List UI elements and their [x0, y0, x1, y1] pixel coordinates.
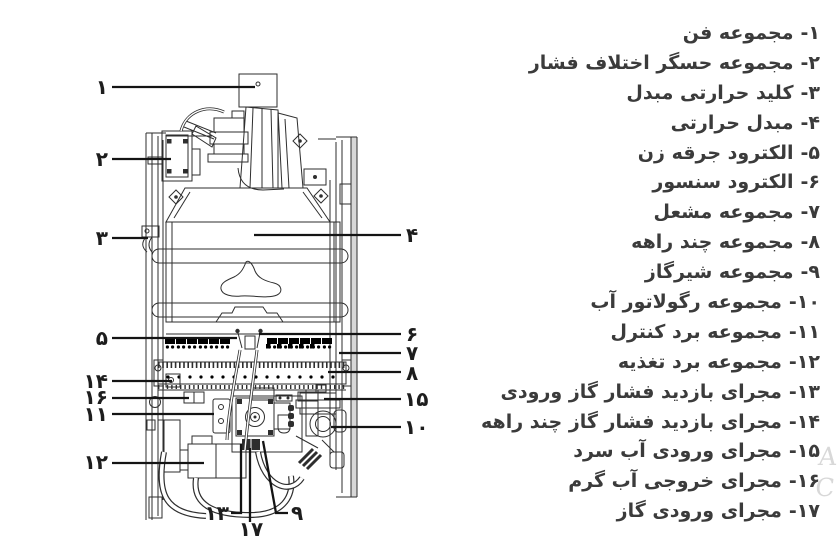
- callout-15: ۱۵: [404, 387, 428, 411]
- parts-list-item-10: ۱۰- مجموعه رگولاتور آب: [520, 287, 820, 317]
- callout-3: ۳: [96, 226, 108, 250]
- parts-list-item-5: ۵- الکترود جرقه زن: [520, 138, 820, 168]
- frame-left: [146, 133, 166, 520]
- parts-list-item-16: ۱۶- مجرای خروجی آب گرم: [520, 466, 820, 496]
- parts-list-item-17: ۱۷- مجرای ورودی گاز: [520, 496, 820, 526]
- callout-6: ۶: [406, 322, 418, 346]
- parts-list-item-14: ۱۴- مجرای بازدید فشار گاز چند راهه: [481, 407, 820, 437]
- callout-9: ۹: [291, 501, 303, 525]
- part-number: ۱۴-: [788, 410, 820, 433]
- pressure-sensor-assembly: [148, 109, 224, 181]
- parts-list-item-15: ۱۵- مجرای ورودی آب سرد: [520, 436, 820, 466]
- part-number: ۱۵-: [788, 440, 820, 463]
- part-number: ۱۷-: [788, 500, 820, 523]
- part-label: مجموعه رگولاتور آب: [590, 290, 782, 313]
- flue-hood: [166, 188, 330, 222]
- watermark-letter-bottom: C: [813, 473, 837, 502]
- parts-list-item-8: ۸- مجموعه چند راهه: [520, 227, 820, 257]
- ignition-cables: [227, 350, 257, 450]
- machine-drawing: [142, 74, 357, 520]
- part-number: ۵-: [800, 141, 820, 164]
- part-number: ۳-: [800, 81, 820, 104]
- part-label: مجرای ورودی گاز: [616, 500, 782, 523]
- water-heater-diagram: ۱ ۲ ۳ ۴ ۵ ۶ ۷ ۸ ۹ ۱۰ ۱۱ ۱۲ ۱۳ ۱۴ ۱۵ ۱۶ ۱…: [84, 0, 428, 541]
- part-label: مجرای ورودی آب سرد: [573, 440, 782, 463]
- part-number: ۷-: [800, 201, 820, 224]
- part-label: مجرای بازدید فشار گاز چند راهه: [481, 410, 782, 433]
- watermark-letter-top: A: [817, 442, 839, 471]
- part-number: ۹-: [800, 261, 820, 284]
- parts-list: ۱- مجموعه فن ۲- مجموعه حسگر اختلاف فشار ۳-…: [481, 18, 820, 526]
- parts-list-item-2: ۲- مجموعه حسگر اختلاف فشار: [520, 48, 820, 78]
- parts-list-item-4: ۴- مبدل حرارتی: [520, 108, 820, 138]
- callout-5: ۵: [96, 326, 108, 350]
- part-number: ۱۳-: [788, 380, 820, 403]
- callout-10: ۱۰: [404, 415, 428, 439]
- parts-list-item-1: ۱- مجموعه فن: [520, 18, 820, 48]
- part-number: ۱۲-: [788, 350, 820, 373]
- callout-numbers: ۱ ۲ ۳ ۴ ۵ ۶ ۷ ۸ ۹ ۱۰ ۱۱ ۱۲ ۱۳ ۱۴ ۱۵ ۱۶ ۱…: [84, 75, 428, 541]
- part-label: مجموعه مشعل: [653, 201, 794, 224]
- part-number: ۱-: [800, 21, 820, 44]
- part-number: ۱۱-: [788, 320, 820, 343]
- burner-collar: [166, 307, 340, 334]
- parts-list-item-9: ۹- مجموعه شیرگاز: [520, 257, 820, 287]
- callout-2: ۲: [96, 147, 108, 171]
- leader-lines: [112, 87, 401, 522]
- callout-13: ۱۳: [205, 501, 229, 525]
- part-label: مجموعه چند راهه: [631, 231, 794, 254]
- part-number: ۲-: [800, 51, 820, 74]
- callout-16: ۱۶: [84, 385, 108, 409]
- water-regulator: [296, 385, 346, 469]
- part-label: الکترود سنسور: [652, 171, 794, 194]
- part-number: ۱۰-: [788, 290, 820, 313]
- electrodes: [235, 328, 263, 349]
- part-label: مجرای بازدید فشار گاز ورودی: [500, 380, 782, 403]
- callout-7: ۷: [406, 341, 418, 365]
- parts-list-item-12: ۱۲- مجموعه برد تغذیه: [520, 347, 820, 377]
- part-label: مبدل حرارتی: [670, 111, 794, 134]
- parts-list-item-3: ۳- کلید حرارتی مبدل: [520, 78, 820, 108]
- part-label: مجموعه حسگر اختلاف فشار: [528, 51, 794, 74]
- parts-list-item-13: ۱۳- مجرای بازدید فشار گاز ورودی: [500, 377, 820, 407]
- callout-17: ۱۷: [239, 517, 263, 541]
- parts-list-item-7: ۷- مجموعه مشعل: [520, 197, 820, 227]
- part-label: الکترود جرقه زن: [637, 141, 794, 164]
- callout-8: ۸: [406, 361, 418, 385]
- callout-4: ۴: [406, 223, 418, 247]
- part-label: مجرای خروجی آب گرم: [568, 470, 782, 493]
- part-label: کلید حرارتی مبدل: [626, 81, 794, 104]
- mounting-brackets: [169, 134, 328, 204]
- part-label: مجموعه برد تغذیه: [617, 350, 782, 373]
- callout-14: ۱۴: [84, 369, 108, 393]
- part-number: ۱۶-: [788, 470, 820, 493]
- parts-list-item-6: ۶- الکترود سنسور: [520, 167, 820, 197]
- part-number: ۶-: [800, 171, 820, 194]
- water-pipes: [161, 452, 302, 516]
- callout-1: ۱: [96, 75, 108, 99]
- part-number: ۸-: [800, 231, 820, 254]
- parts-list-item-11: ۱۱- مجموعه برد کنترل: [520, 317, 820, 347]
- gas-valve-assembly: [232, 395, 302, 452]
- part-number: ۴-: [800, 111, 820, 134]
- power-board: [158, 420, 246, 478]
- part-label: مجموعه فن: [682, 21, 794, 44]
- part-label: مجموعه شیرگاز: [644, 261, 794, 284]
- part-label: مجموعه برد کنترل: [610, 320, 782, 343]
- callout-12: ۱۲: [84, 450, 108, 474]
- fan-assembly: [184, 74, 303, 190]
- callout-11: ۱۱: [84, 402, 108, 426]
